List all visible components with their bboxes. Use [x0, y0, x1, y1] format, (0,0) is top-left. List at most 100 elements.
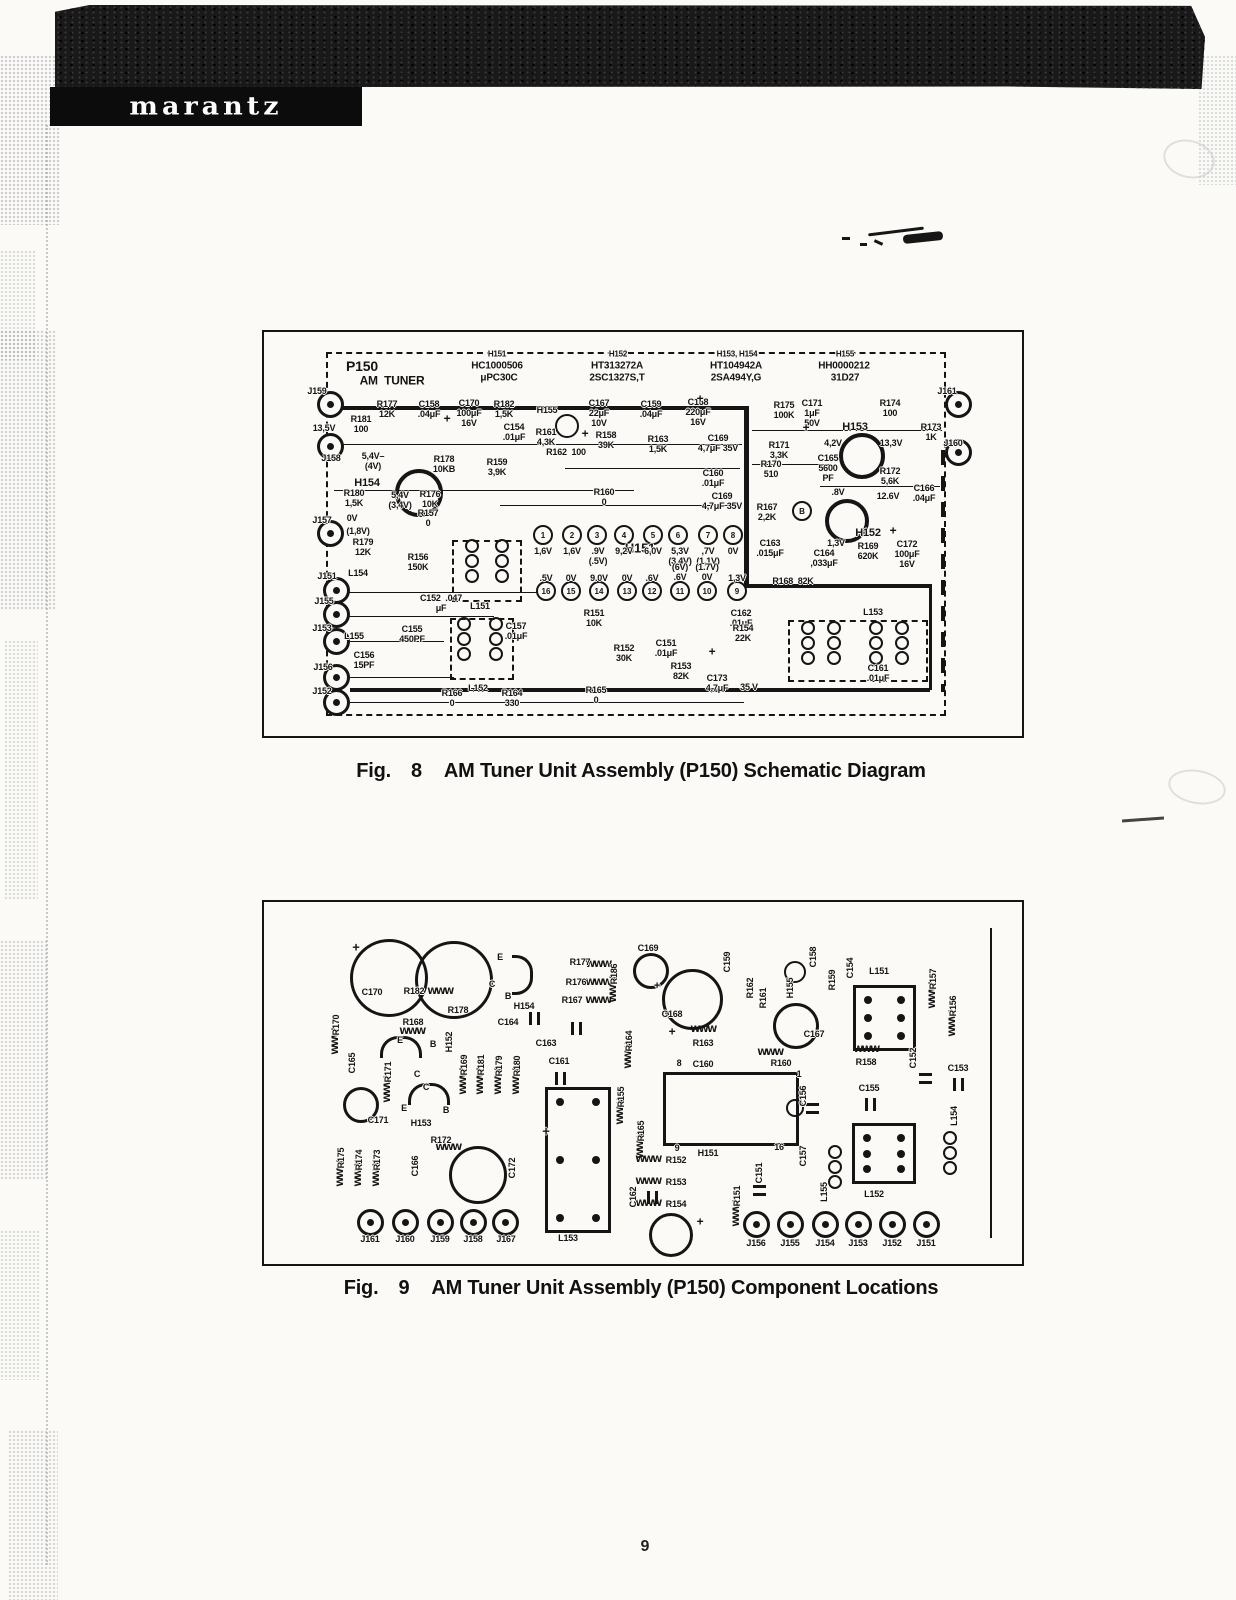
fig9-label: R156: [947, 995, 958, 1017]
fig9-resistor-symbol: WWW: [853, 1045, 880, 1055]
fig9-label: L151: [869, 965, 889, 976]
fig8-wire: [941, 450, 945, 692]
fig9-label: +: [653, 979, 661, 992]
fig8-label: 2SC1327S,T: [589, 372, 645, 384]
fig8-label: C163 .015μF: [756, 537, 784, 558]
fig8-label: +: [889, 523, 897, 538]
fig8-wire: [929, 584, 932, 690]
fig9-label: R169: [458, 1054, 469, 1076]
fig9-component-circle: [786, 1099, 804, 1117]
fig8-pin: 2: [562, 525, 582, 545]
fig9-resistor-symbol: WWW: [635, 1199, 662, 1209]
fig9-label: R167: [561, 994, 583, 1005]
fig8-label: H153, H154: [716, 349, 758, 359]
fig8-coil-symbol: [495, 539, 509, 583]
fig9-label: C161: [548, 1055, 570, 1066]
fig8-label: J153: [312, 622, 332, 633]
fig8-label: 35 V: [740, 681, 758, 692]
fig8-label: 0V: [727, 545, 739, 556]
fig9-capacitor-symbol: [529, 1012, 540, 1025]
fig8-label: R156 150K: [407, 551, 429, 572]
fig8-label: C165 5600 PF: [817, 452, 839, 484]
fig8-label: AM TUNER: [359, 373, 425, 388]
fig8-component-circle: [825, 499, 869, 543]
fig9-resistor-symbol: WWW: [757, 1048, 784, 1058]
fig8-label: L153: [863, 606, 883, 617]
scan-noise-patch: [1198, 55, 1236, 185]
fig9-label: R160: [770, 1057, 792, 1068]
fig8-label: P150: [346, 358, 378, 375]
fig8-label: R166 0: [441, 687, 463, 708]
fig8-label: R182 1,5K: [493, 398, 515, 419]
fig9-label: R180: [511, 1055, 522, 1077]
fig8-wire: [565, 468, 740, 469]
fig9-component-circle: [633, 953, 669, 989]
fig8-label: 6,0V: [644, 545, 662, 556]
fig9-label: J153: [848, 1237, 868, 1248]
fig9-label: C153: [947, 1062, 969, 1073]
fig8-label: 2SA494Y,G: [710, 372, 762, 384]
fig8-label: J151: [317, 570, 337, 581]
solder-dot: [897, 1134, 905, 1142]
fig8-label: R154 22K: [732, 622, 754, 643]
fig9-label: C166: [409, 1155, 420, 1177]
fig8-label: C156 15PF: [353, 649, 375, 670]
fig9-label: C: [488, 978, 496, 989]
fig9-component-circle: [784, 961, 806, 983]
fig8-outline-box: [262, 330, 1024, 738]
fig9-label: R173: [371, 1149, 382, 1171]
fig9-jack: [492, 1209, 519, 1236]
fig9-label: C168: [661, 1008, 683, 1019]
fig9-label: E: [401, 1102, 407, 1113]
fig8-label: +: [802, 420, 810, 435]
fig9-jack: [427, 1209, 454, 1236]
fig8-label: J152: [312, 685, 332, 696]
fig8-jack: [323, 601, 350, 628]
fig8-coil-symbol: [869, 621, 883, 665]
fig9-outline-box: [262, 900, 1024, 1266]
fig8-label: R174 100: [879, 397, 901, 418]
solder-dot: [897, 1032, 905, 1040]
fig8-wire: [744, 406, 749, 586]
fig8-label: HC1000506: [471, 360, 523, 372]
fig9-wire: [990, 928, 992, 1238]
fig9-jack: [812, 1211, 839, 1238]
fig8-outline-box: [788, 620, 928, 682]
scan-noise-patch: [0, 1230, 40, 1380]
fig9-capacitor-symbol: [919, 1073, 932, 1084]
fig8-coil-symbol: [801, 621, 815, 665]
fig8-label: R165 0: [585, 684, 607, 705]
fig8-pin: 1: [533, 525, 553, 545]
fig8-outline-box: [450, 618, 514, 680]
fig8-component-circle: [839, 433, 885, 479]
solder-dot: [863, 1165, 871, 1173]
fig9-label: H152: [443, 1031, 454, 1053]
fig8-label: 4,2V: [824, 437, 842, 448]
fig8-label: C168 220μF 16V: [685, 396, 711, 428]
fig8-label: C173 4,7μF: [705, 672, 729, 693]
fig9-resistor-symbol: WWW: [585, 960, 612, 970]
fig8-label: 12.6V: [876, 490, 900, 501]
fig8-pin: 8: [723, 525, 743, 545]
fig9-label: R159: [826, 969, 837, 991]
fig9-label: J156: [746, 1237, 766, 1248]
fig9-label: C: [422, 1081, 430, 1092]
fig9-capacitor-symbol: [647, 1191, 658, 1204]
fig9-label: C165: [346, 1052, 357, 1074]
fig8-label: R153 82K: [670, 660, 692, 681]
fig9-transformer-pad-box: [852, 1123, 916, 1184]
fig9-label: C154: [844, 957, 855, 979]
fig9-transformer-pad-box: [853, 985, 916, 1051]
fig9-component-circle: [649, 1213, 693, 1257]
fig9-capacitor-symbol: [555, 1072, 566, 1085]
solder-dot: [897, 996, 905, 1004]
fig9-label: B: [504, 990, 512, 1001]
fig9-resistor-symbol: WWW: [635, 1177, 662, 1187]
fig9-transformer-pad-box: [545, 1087, 611, 1233]
fig8-label: 9.0V: [590, 572, 608, 583]
scan-noise-patch: [8, 1430, 58, 1600]
fig9-label: +: [696, 1214, 704, 1229]
fig9-label: R182: [403, 985, 425, 996]
fig9-label: C152: [907, 1047, 918, 1069]
fig8-label: C172 100μF 16V: [894, 538, 920, 570]
